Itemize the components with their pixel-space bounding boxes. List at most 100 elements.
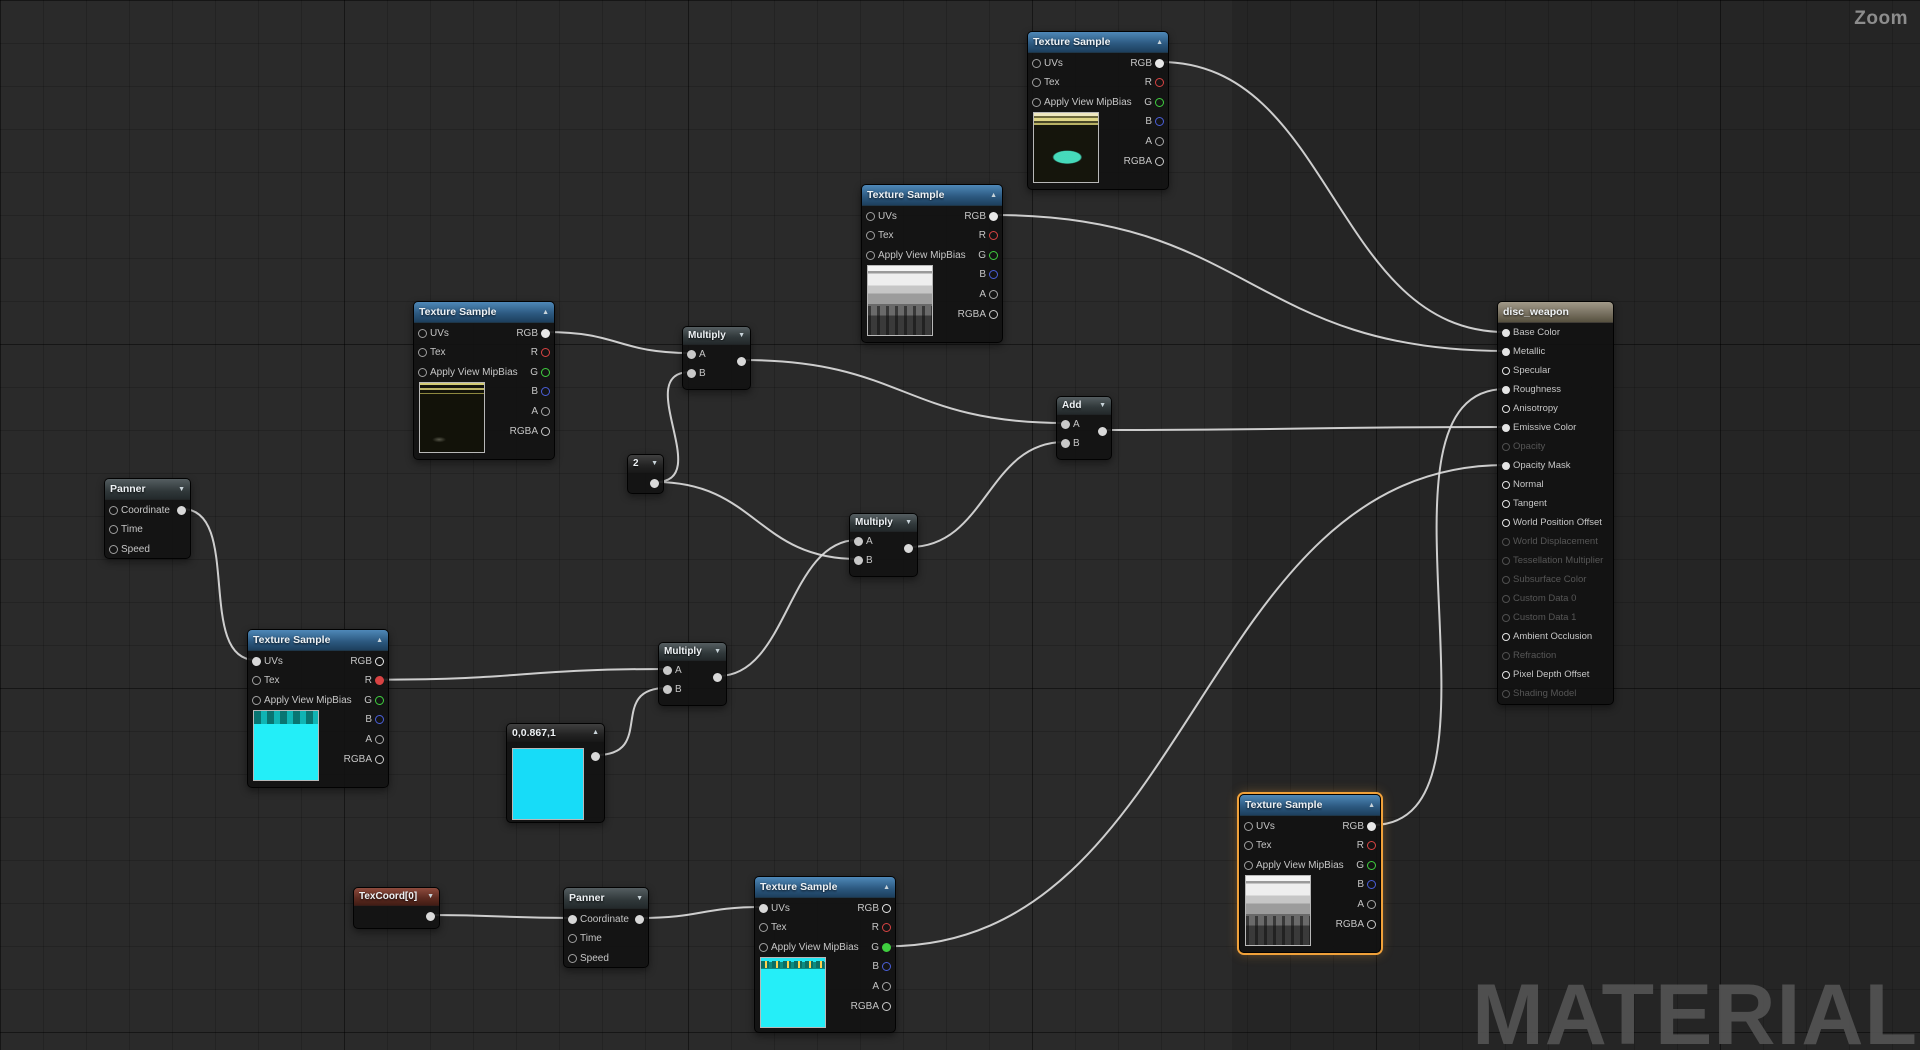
pin-Apply View MipBias[interactable]: Apply View MipBias — [252, 692, 352, 708]
pin-Emissive Color[interactable]: Emissive Color — [1502, 420, 1576, 435]
pin-B[interactable]: B — [1357, 877, 1376, 893]
RGB-pin-dot[interactable] — [541, 328, 550, 338]
collapse-up-icon[interactable]: ▲ — [1368, 801, 1375, 809]
pin-A[interactable]: A — [687, 346, 706, 362]
Tangent-pin-dot[interactable] — [1502, 499, 1510, 508]
out-pin-dot[interactable] — [1098, 426, 1107, 436]
out-pin-dot[interactable] — [591, 751, 600, 761]
RGB-pin-dot[interactable] — [1155, 58, 1164, 68]
pin-G[interactable]: G — [871, 939, 891, 955]
pin-Specular[interactable]: Specular — [1502, 363, 1551, 378]
collapse-down-icon[interactable]: ▼ — [178, 485, 185, 493]
node-header[interactable]: Add▼ — [1057, 397, 1111, 415]
wire[interactable] — [640, 906, 763, 919]
pin-Shading Model[interactable]: Shading Model — [1502, 686, 1576, 701]
collapse-up-icon[interactable]: ▲ — [990, 191, 997, 199]
Speed-pin-dot[interactable] — [568, 953, 577, 963]
collapse-up-icon[interactable]: ▲ — [883, 883, 890, 891]
pin-B[interactable]: B — [687, 365, 706, 381]
node-header[interactable]: Panner▼ — [105, 479, 190, 500]
Tessellation Multiplier-pin-dot[interactable] — [1502, 556, 1510, 565]
G-pin-dot[interactable] — [375, 695, 384, 705]
B-pin-dot[interactable] — [1061, 438, 1070, 448]
pin-A[interactable]: A — [365, 731, 384, 747]
UVs-pin-dot[interactable] — [1244, 821, 1253, 831]
pin-Tex[interactable]: Tex — [1244, 838, 1272, 854]
collapse-up-icon[interactable]: ▲ — [592, 729, 599, 736]
pin-A[interactable]: A — [663, 662, 682, 678]
collapse-up-icon[interactable]: ▲ — [542, 308, 549, 316]
wire[interactable] — [655, 481, 858, 560]
pin-RGB[interactable]: RGB — [516, 325, 550, 341]
pin-UVs[interactable]: UVs — [1032, 55, 1063, 71]
wire[interactable] — [909, 441, 1065, 548]
out-pin-dot[interactable] — [713, 672, 722, 682]
RGB-pin-dot[interactable] — [1367, 821, 1376, 831]
UVs-pin-dot[interactable] — [252, 656, 261, 666]
Specular-pin-dot[interactable] — [1502, 366, 1510, 375]
Apply View MipBias-pin-dot[interactable] — [759, 942, 768, 952]
pin-B[interactable]: B — [854, 552, 873, 568]
pin-RGB[interactable]: RGB — [857, 900, 891, 916]
pin-Roughness[interactable]: Roughness — [1502, 382, 1561, 397]
B-pin-dot[interactable] — [663, 684, 672, 694]
collapse-down-icon[interactable]: ▼ — [636, 894, 643, 902]
R-pin-dot[interactable] — [882, 923, 891, 933]
pin-Coordinate[interactable]: Coordinate — [568, 911, 629, 927]
Tex-pin-dot[interactable] — [1244, 841, 1253, 851]
pin-UVs[interactable]: UVs — [866, 208, 897, 224]
RGBA-pin-dot[interactable] — [541, 426, 550, 436]
node-texcoord[interactable]: TexCoord[0]▼ — [353, 887, 440, 929]
pin-Coordinate[interactable]: Coordinate — [109, 502, 170, 518]
pin-G[interactable]: G — [530, 364, 550, 380]
pin-Tangent[interactable]: Tangent — [1502, 496, 1547, 511]
A-pin-dot[interactable] — [854, 536, 863, 546]
pin-RGB[interactable]: RGB — [1130, 55, 1164, 71]
collapse-down-icon[interactable]: ▼ — [427, 893, 434, 900]
A-pin-dot[interactable] — [1061, 419, 1070, 429]
Apply View MipBias-pin-dot[interactable] — [866, 250, 875, 260]
pin-RGBA[interactable]: RGBA — [510, 423, 550, 439]
RGBA-pin-dot[interactable] — [375, 754, 384, 764]
pin-Base Color[interactable]: Base Color — [1502, 325, 1560, 340]
Coordinate-pin-dot[interactable] — [568, 914, 577, 924]
pin-G[interactable]: G — [364, 692, 384, 708]
pin-Speed[interactable]: Speed — [568, 950, 609, 966]
G-pin-dot[interactable] — [989, 250, 998, 260]
collapse-up-icon[interactable]: ▲ — [1156, 38, 1163, 46]
node-header[interactable]: Texture Sample▲ — [414, 302, 554, 323]
pin-A[interactable]: A — [1145, 133, 1164, 149]
pin-A[interactable]: A — [979, 286, 998, 302]
node-const_vec[interactable]: 0,0.867,1▲ — [506, 723, 605, 823]
pin-B[interactable]: B — [979, 267, 998, 283]
pin-Apply View MipBias[interactable]: Apply View MipBias — [759, 939, 859, 955]
pin-out[interactable] — [635, 911, 644, 927]
Opacity Mask-pin-dot[interactable] — [1502, 461, 1510, 470]
UVs-pin-dot[interactable] — [1032, 58, 1041, 68]
wire[interactable] — [994, 214, 1506, 352]
pin-Refraction[interactable]: Refraction — [1502, 648, 1556, 663]
pin-RGB[interactable]: RGB — [1342, 818, 1376, 834]
pin-Tessellation Multiplier[interactable]: Tessellation Multiplier — [1502, 553, 1603, 568]
node-const_two[interactable]: 2▼ — [627, 454, 664, 494]
pin-UVs[interactable]: UVs — [252, 653, 283, 669]
RGBA-pin-dot[interactable] — [882, 1001, 891, 1011]
G-pin-dot[interactable] — [882, 942, 891, 952]
pin-RGBA[interactable]: RGBA — [1336, 916, 1376, 932]
UVs-pin-dot[interactable] — [759, 903, 768, 913]
wire[interactable] — [742, 359, 1065, 424]
pin-Apply View MipBias[interactable]: Apply View MipBias — [1032, 94, 1132, 110]
Tex-pin-dot[interactable] — [252, 676, 261, 686]
A-pin-dot[interactable] — [882, 981, 891, 991]
Tex-pin-dot[interactable] — [418, 348, 427, 358]
node-header[interactable]: Multiply▼ — [850, 514, 917, 532]
wire[interactable] — [1160, 61, 1506, 333]
collapse-down-icon[interactable]: ▼ — [651, 460, 658, 467]
Apply View MipBias-pin-dot[interactable] — [1032, 97, 1041, 107]
RGB-pin-dot[interactable] — [989, 211, 998, 221]
